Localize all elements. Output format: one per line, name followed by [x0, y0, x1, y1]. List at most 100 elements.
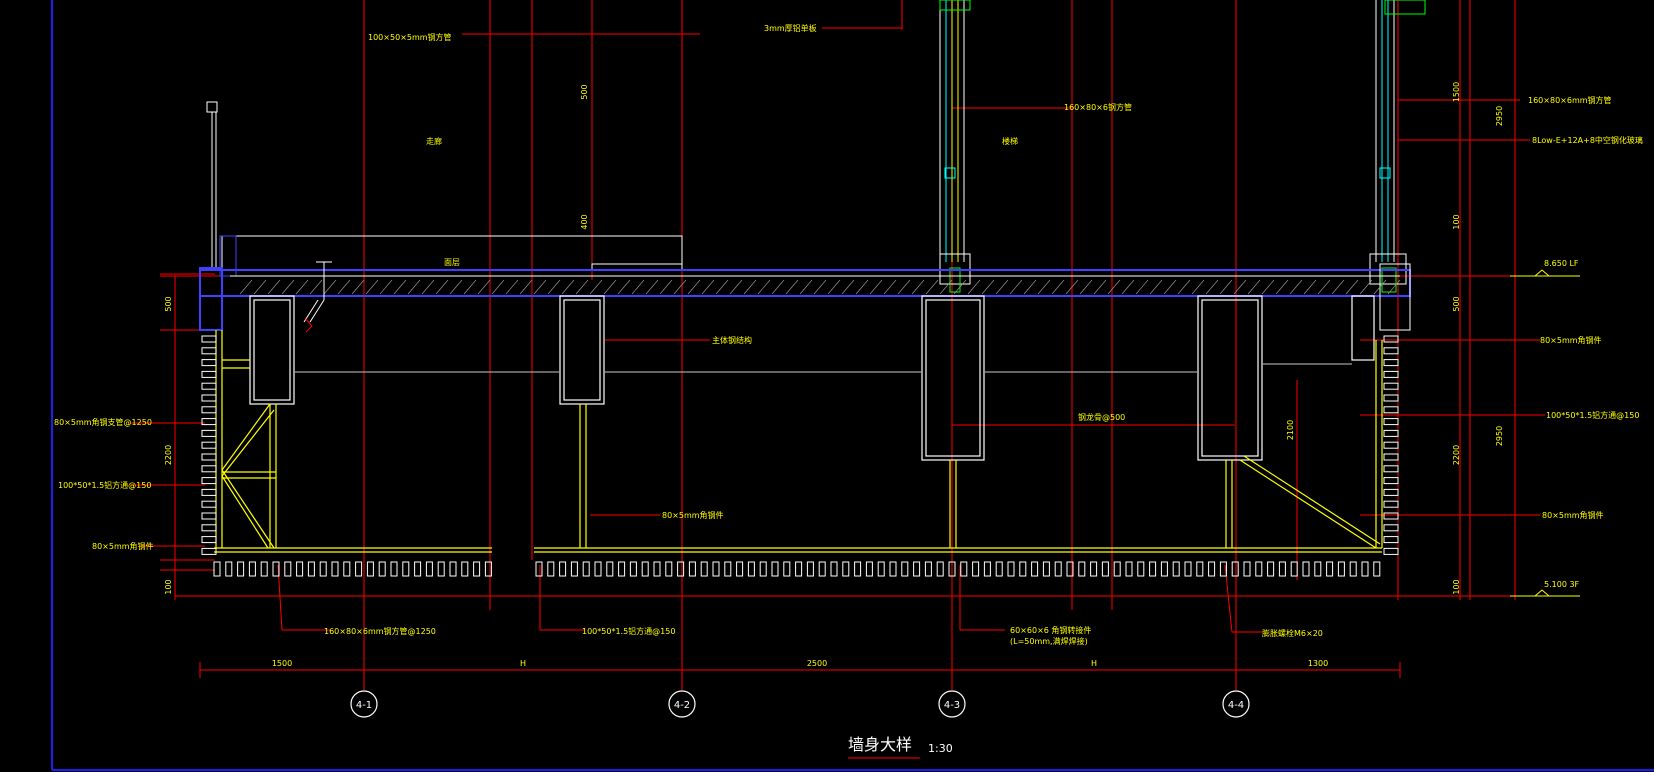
floor-slab — [199, 263, 1411, 331]
slab-hatch-line — [743, 279, 757, 295]
aluminium-slat — [806, 561, 814, 577]
slab-hatch-line — [253, 279, 267, 295]
aluminium-slat — [402, 561, 410, 577]
slab-hatch-line — [1023, 279, 1037, 295]
level-upper: 8.650 LF — [1544, 259, 1579, 268]
slab-hatch-line — [281, 279, 295, 295]
grid-label-4-1: 4-1 — [356, 700, 372, 711]
level-lower: 5.100 3F — [1544, 580, 1580, 589]
dimension-text: 1500 H 2500 H 1300 500 2200 100 500 400 … — [164, 82, 1580, 668]
dim-right-5: 2200 — [1452, 445, 1461, 465]
aluminium-slat — [1383, 418, 1399, 426]
parapet-left — [206, 101, 683, 277]
label-tube-160-right: 160×80×6mm钢方管 — [1528, 95, 1612, 105]
grid-bubble-4-3 — [938, 690, 966, 718]
aluminium-slat — [1302, 561, 1310, 577]
label-bottom-angle-1: 60×60×6 角钢转接件 — [1010, 625, 1091, 635]
slab-hatch-line — [1247, 279, 1261, 295]
aluminium-slat — [237, 561, 245, 577]
aluminium-slat — [1066, 561, 1074, 577]
grid-label-4-3: 4-3 — [944, 700, 960, 711]
aluminium-slat — [260, 561, 268, 577]
dim-right-1: 1500 — [1452, 82, 1461, 102]
slab-hatch-line — [1079, 279, 1093, 295]
grid-bubble-4-4 — [1222, 690, 1250, 718]
aluminium-slat — [983, 561, 991, 577]
slab-hatch-line — [883, 279, 897, 295]
slab-hatch-line — [603, 279, 617, 295]
slab-hatch-line — [435, 279, 449, 295]
slab-hatch-line — [519, 279, 533, 295]
aluminium-slat — [1208, 561, 1216, 577]
aluminium-slat — [1383, 370, 1399, 378]
aluminium-slat — [307, 561, 315, 577]
slab-hatch-line — [1205, 279, 1219, 295]
drawing-frame — [51, 0, 1654, 771]
label-beam: 主体钢结构 — [712, 335, 752, 345]
aluminium-slat — [972, 561, 980, 577]
slab-hatch-line — [1093, 279, 1107, 295]
beam-2 — [559, 295, 605, 405]
aluminium-slat — [1383, 429, 1399, 437]
slab-hatch-line — [463, 279, 477, 295]
aluminium-slat — [201, 418, 217, 426]
aluminium-slat — [960, 561, 968, 577]
label-light-right: 100*50*1.5铝方通@150 — [1546, 410, 1639, 420]
slab-hatch-line — [1317, 279, 1331, 295]
aluminium-slat — [1149, 561, 1157, 577]
slab-hatch-line — [841, 279, 855, 295]
label-slab: 面层 — [444, 258, 460, 267]
aluminium-slat — [201, 406, 217, 414]
grid-label-4-2: 4-2 — [674, 700, 690, 711]
slab-hatch-line — [939, 279, 953, 295]
label-angle-right-bot: 80×5mm角钢件 — [1542, 510, 1604, 520]
slab-hatch-line — [561, 279, 575, 295]
slab-hatch-line — [1345, 279, 1359, 295]
label-angle-right-top: 80×5mm角钢件 — [1540, 335, 1602, 345]
slab-hatch-line — [589, 279, 603, 295]
aluminium-slat — [1383, 547, 1399, 555]
aluminium-slat — [1196, 561, 1204, 577]
dim-right-6: 2950 — [1495, 426, 1504, 446]
aluminium-slat — [201, 477, 217, 485]
slab-hatch-line — [729, 279, 743, 295]
slab-hatch-line — [323, 279, 337, 295]
aluminium-slat — [712, 561, 720, 577]
aluminium-slat — [1383, 335, 1399, 343]
slab-hatch-line — [757, 279, 771, 295]
slab-hatch-line — [351, 279, 365, 295]
aluminium-slat — [653, 561, 661, 577]
scale-text: 1:30 — [928, 742, 953, 755]
slab-hatch-line — [1359, 279, 1373, 295]
aluminium-slat — [1054, 561, 1062, 577]
aluminium-slat — [201, 465, 217, 473]
slab-hatch-line — [533, 279, 547, 295]
aluminium-slat — [547, 561, 555, 577]
aluminium-slat — [272, 561, 280, 577]
aluminium-slat — [854, 561, 862, 577]
slab-hatch-line — [1233, 279, 1247, 295]
slab-hatch-line — [295, 279, 309, 295]
aluminium-slat — [1278, 561, 1286, 577]
aluminium-slat — [331, 561, 339, 577]
aluminium-slat — [936, 561, 944, 577]
aluminium-slat — [771, 561, 779, 577]
aluminium-slat — [1383, 512, 1399, 520]
aluminium-slat — [1042, 561, 1050, 577]
label-angle-left-top: 80×5mm角钢支管@1250 — [54, 417, 152, 427]
aluminium-slat — [1184, 561, 1192, 577]
aluminium-slat — [1383, 382, 1399, 390]
slab-hatch-line — [897, 279, 911, 295]
slab-hatch-line — [771, 279, 785, 295]
aluminium-slat — [570, 561, 578, 577]
aluminium-slat — [559, 561, 567, 577]
aluminium-slat — [877, 561, 885, 577]
aluminium-slat — [818, 561, 826, 577]
slab-hatch-line — [1135, 279, 1149, 295]
grid-bubble-4-2 — [668, 690, 696, 718]
slab-hatch-line — [659, 279, 673, 295]
aluminium-slat — [1267, 561, 1275, 577]
slab-hatch-line — [869, 279, 883, 295]
beam-1 — [249, 295, 295, 405]
slab-hatch-line — [967, 279, 981, 295]
